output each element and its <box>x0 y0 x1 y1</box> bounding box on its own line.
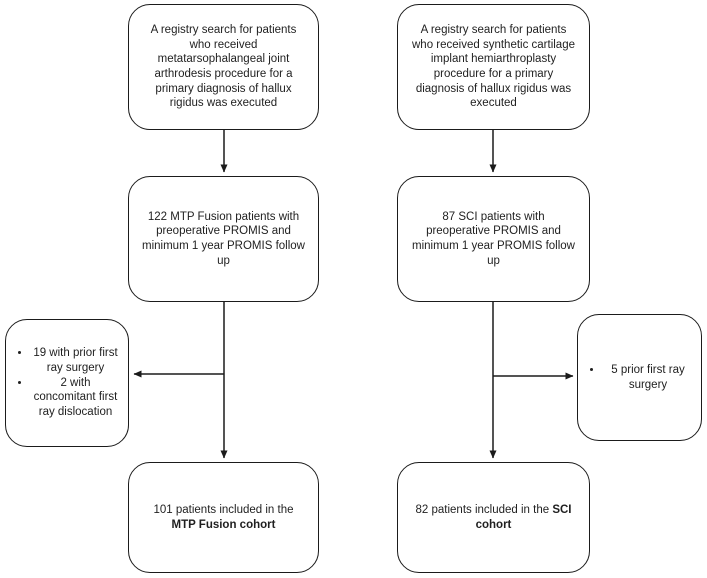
sci-followup-box: 87 SCI patients with preoperative PROMIS… <box>397 176 590 302</box>
mtp-followup-text: 122 MTP Fusion patients with preoperativ… <box>142 210 305 267</box>
mtp-registry-search-text: A registry search for patients who recei… <box>150 23 297 110</box>
sci-registry-search-text: A registry search for patients who recei… <box>412 23 575 110</box>
sci-final-bold-text: SCI cohort <box>475 503 572 531</box>
sci-exclusion-item: 5 prior first ray surgery <box>603 363 693 393</box>
sci-registry-search-box: A registry search for patients who recei… <box>397 4 590 130</box>
mtp-final-cohort-text: 101 patients included in the MTP Fusion … <box>141 503 306 532</box>
sci-final-cohort-text: 82 patients included in the SCI cohort <box>410 503 577 532</box>
mtp-exclusion-box: 19 with prior first ray surgery 2 with c… <box>5 319 129 447</box>
mtp-final-bold-text: MTP Fusion cohort <box>171 518 276 531</box>
sci-final-cohort-box: 82 patients included in the SCI cohort <box>397 462 590 573</box>
mtp-registry-search-box: A registry search for patients who recei… <box>128 4 319 130</box>
sci-followup-text: 87 SCI patients with preoperative PROMIS… <box>412 210 575 267</box>
mtp-final-regular-text: 101 patients included in the <box>153 503 294 516</box>
sci-final-regular-text: 82 patients included in the <box>415 503 553 516</box>
mtp-followup-box: 122 MTP Fusion patients with preoperativ… <box>128 176 319 302</box>
mtp-exclusion-item: 19 with prior first ray surgery <box>31 346 120 376</box>
mtp-exclusion-item: 2 with concomitant first ray dislocation <box>31 376 120 421</box>
sci-exclusion-box: 5 prior first ray surgery <box>577 314 702 441</box>
sci-exclusion-list: 5 prior first ray surgery <box>588 363 693 393</box>
mtp-final-cohort-box: 101 patients included in the MTP Fusion … <box>128 462 319 573</box>
mtp-exclusion-list: 19 with prior first ray surgery 2 with c… <box>16 346 120 421</box>
